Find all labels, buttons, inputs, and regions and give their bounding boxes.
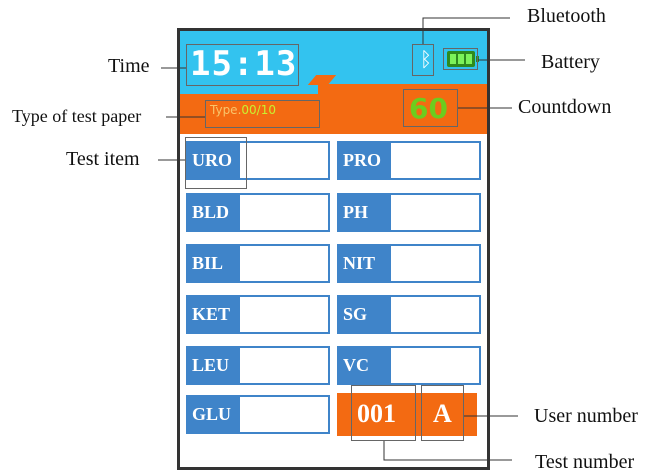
status-bar <box>180 31 487 91</box>
callout-countdown: Countdown <box>518 96 612 118</box>
callout-test-number: Test number <box>535 451 635 473</box>
callout-battery: Battery <box>541 51 600 73</box>
time-display: 15:13 <box>190 44 298 84</box>
test-item-cell: KET <box>186 295 330 334</box>
callout-test-item: Test item <box>66 148 140 170</box>
battery-highlight <box>443 48 478 70</box>
test-item-label: BLD <box>188 195 240 230</box>
test-item-cell: VC <box>337 346 481 385</box>
test-item-label: PRO <box>339 143 391 178</box>
time-highlight <box>186 44 299 86</box>
countdown-display: 60 <box>409 92 448 125</box>
test-item-cell: PRO <box>337 141 481 180</box>
test-item-label: URO <box>188 143 240 178</box>
test-item-highlight <box>185 137 247 189</box>
test-item-cell: URO <box>186 141 330 180</box>
test-number: 001 <box>357 399 396 428</box>
test-id-bar <box>337 393 477 436</box>
user-number: A <box>433 399 452 428</box>
test-item-label: NIT <box>339 246 391 281</box>
test-item-label: BIL <box>188 246 240 281</box>
test-paper-type: Type.00/10 <box>210 103 276 117</box>
test-item-cell: BLD <box>186 193 330 232</box>
test-item-label: LEU <box>188 348 240 383</box>
bluetooth-highlight <box>412 44 434 76</box>
test-item-label: GLU <box>188 397 240 432</box>
test-item-cell: LEU <box>186 346 330 385</box>
bluetooth-icon: ᛒ <box>420 47 432 71</box>
type-highlight <box>205 100 320 128</box>
test-number-highlight <box>351 385 416 441</box>
test-item-label: SG <box>339 297 391 332</box>
callout-bluetooth: Bluetooth <box>527 5 606 27</box>
countdown-highlight <box>403 89 458 127</box>
test-paper-type-prefix: Type. <box>210 103 242 117</box>
user-number-highlight <box>421 385 464 441</box>
callout-type-of-test-paper: Type of test paper <box>12 106 142 126</box>
test-item-cell: GLU <box>186 395 330 434</box>
test-item-cell: SG <box>337 295 481 334</box>
test-item-cell: BIL <box>186 244 330 283</box>
callout-user-number: User number <box>534 405 638 427</box>
test-item-cell: NIT <box>337 244 481 283</box>
test-paper-type-value: 00/10 <box>241 103 276 117</box>
test-item-label: PH <box>339 195 391 230</box>
test-item-label: VC <box>339 348 391 383</box>
test-item-label: KET <box>188 297 240 332</box>
test-item-cell: PH <box>337 193 481 232</box>
callout-time: Time <box>108 55 150 77</box>
status-bar-tab <box>180 84 318 94</box>
